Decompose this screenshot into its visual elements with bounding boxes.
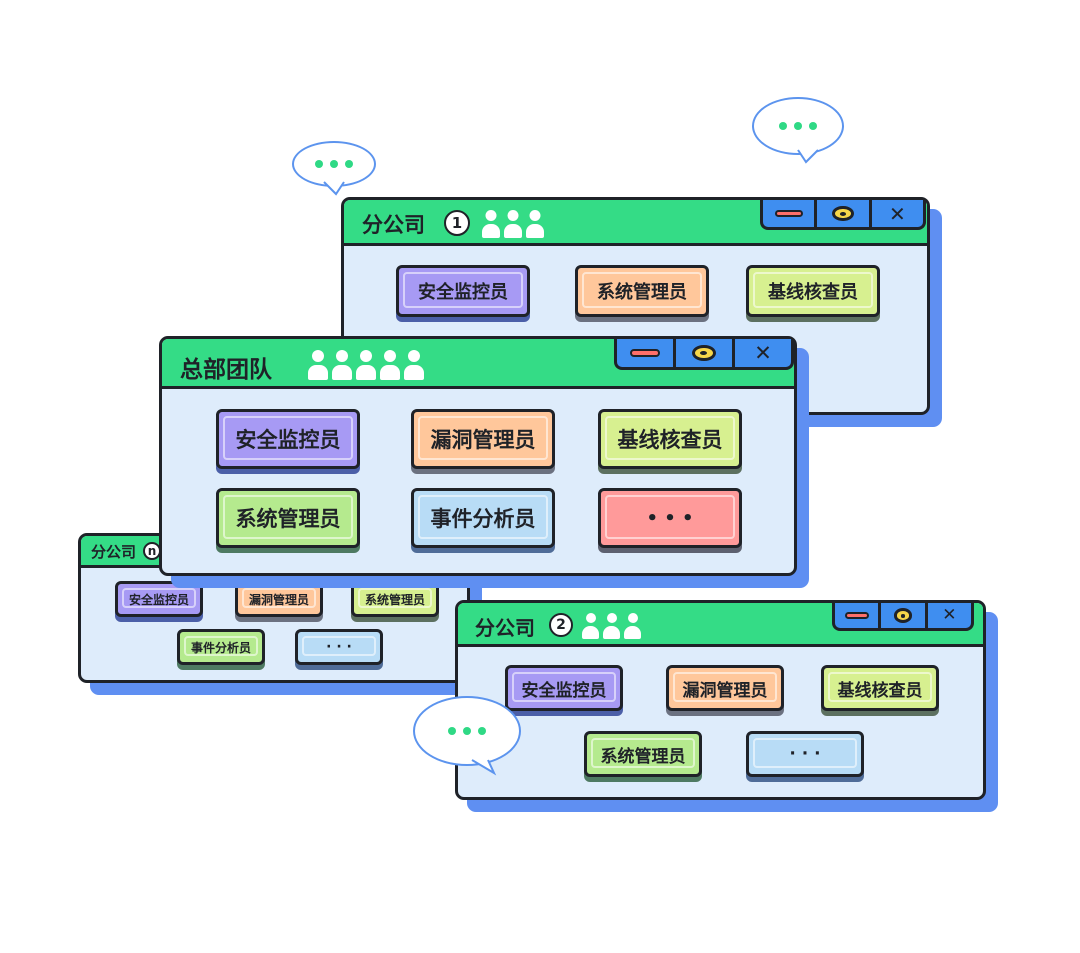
person-icon: [603, 613, 620, 639]
more-roles-button[interactable]: · · ·: [295, 629, 383, 665]
maximize-button[interactable]: [814, 200, 868, 227]
close-icon: ✕: [754, 340, 772, 365]
maximize-icon: [692, 344, 716, 362]
person-icon: [624, 613, 641, 639]
minimize-icon: [774, 209, 803, 217]
branch-2-window: 分公司 2 ✕ 安全监控员 漏洞管理员 基线核查员 系统管理员 · · ·: [455, 600, 986, 800]
role-button[interactable]: 漏洞管理员: [666, 665, 784, 711]
more-roles-button[interactable]: • • •: [598, 488, 742, 548]
minimize-button[interactable]: [617, 339, 673, 367]
person-icon: [482, 210, 500, 238]
role-button[interactable]: 系统管理员: [575, 265, 709, 317]
branch-2-people: [582, 613, 641, 639]
minimize-icon: [629, 349, 661, 357]
hq-people: [308, 350, 424, 380]
branch-n-title: 分公司: [91, 543, 137, 561]
person-icon: [582, 613, 599, 639]
hq-title: 总部团队: [180, 357, 272, 383]
person-icon: [308, 350, 328, 380]
role-button[interactable]: 系统管理员: [584, 731, 702, 777]
person-icon: [332, 350, 352, 380]
role-button[interactable]: 漏洞管理员: [235, 581, 323, 617]
speech-bubble-icon: [413, 696, 521, 766]
role-button[interactable]: 系统管理员: [351, 581, 439, 617]
role-button[interactable]: 安全监控员: [396, 265, 530, 317]
speech-bubble-icon: [292, 141, 376, 187]
hq-team-window: 总部团队 ✕ 安全监控员 漏洞管理员 基线核查员 系统管理员 事件分析员 • •…: [159, 336, 797, 576]
branch-1-window-controls: ✕: [760, 200, 926, 230]
hq-window-controls: ✕: [614, 339, 794, 370]
role-button[interactable]: 事件分析员: [177, 629, 265, 665]
branch-2-title: 分公司: [475, 616, 535, 640]
role-button[interactable]: 安全监控员: [505, 665, 623, 711]
speech-bubble-icon: [752, 97, 844, 155]
role-button[interactable]: 基线核查员: [821, 665, 939, 711]
branch-1-title: 分公司: [362, 213, 425, 237]
close-button[interactable]: ✕: [868, 200, 923, 227]
role-button[interactable]: 事件分析员: [411, 488, 555, 548]
maximize-icon: [893, 608, 913, 623]
minimize-icon: [844, 612, 869, 619]
role-button[interactable]: 安全监控员: [216, 409, 360, 469]
person-icon: [380, 350, 400, 380]
person-icon: [356, 350, 376, 380]
role-button[interactable]: 基线核查员: [598, 409, 742, 469]
maximize-icon: [832, 205, 854, 222]
branch-1-people: [482, 210, 544, 238]
speech-bubble-tail: [471, 759, 497, 776]
person-icon: [526, 210, 544, 238]
branch-2-titlebar: 分公司 2: [458, 603, 983, 647]
close-icon: ✕: [942, 605, 957, 625]
maximize-button[interactable]: [673, 339, 732, 367]
branch-1-badge: 1: [444, 210, 470, 236]
speech-bubble-tail: [797, 149, 819, 164]
more-roles-button[interactable]: · · ·: [746, 731, 864, 777]
speech-bubble-tail: [323, 181, 345, 196]
role-button[interactable]: 安全监控员: [115, 581, 203, 617]
role-button[interactable]: 基线核查员: [746, 265, 880, 317]
person-icon: [504, 210, 522, 238]
branch-2-window-controls: ✕: [832, 603, 974, 631]
close-button[interactable]: ✕: [732, 339, 791, 367]
role-button[interactable]: 漏洞管理员: [411, 409, 555, 469]
maximize-button[interactable]: [878, 603, 924, 628]
minimize-button[interactable]: [835, 603, 878, 628]
minimize-button[interactable]: [763, 200, 814, 227]
person-icon: [404, 350, 424, 380]
close-icon: ✕: [888, 201, 906, 226]
close-button[interactable]: ✕: [924, 603, 971, 628]
role-button[interactable]: 系统管理员: [216, 488, 360, 548]
branch-2-badge: 2: [549, 613, 573, 637]
